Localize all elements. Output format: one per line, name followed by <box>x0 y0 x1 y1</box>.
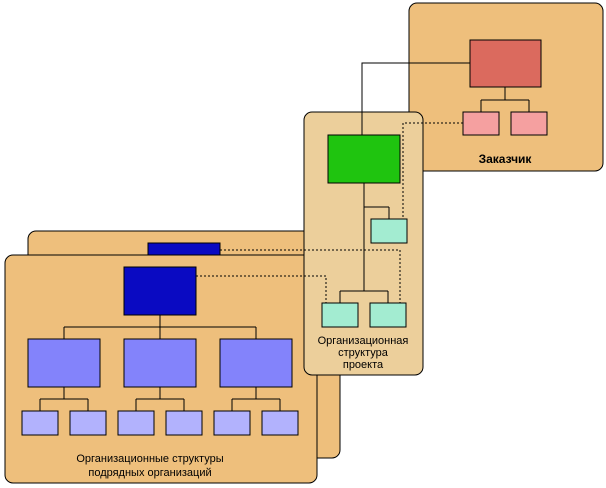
project-top-box <box>327 134 401 184</box>
contractor-mid-box-1 <box>27 338 101 388</box>
project-label-line2: структура <box>338 347 389 359</box>
customer-panel: Заказчик <box>408 2 604 172</box>
project-sub-box-top <box>370 218 408 244</box>
project-label-line1: Организационная <box>318 335 409 347</box>
contractor-low-box-1 <box>21 410 59 436</box>
customer-top-box <box>469 39 542 88</box>
contractor-back-top-box <box>147 242 221 256</box>
contractor-low-box-6 <box>261 410 299 436</box>
customer-sub-box-2 <box>510 111 548 136</box>
contractor-mid-box-3 <box>219 338 293 388</box>
customer-project-link <box>361 62 470 135</box>
back-contractor-dotted-link <box>220 249 401 303</box>
customer-project-dotted-link <box>402 122 463 219</box>
contractor-low-box-2 <box>69 410 107 436</box>
project-sub-box-2 <box>369 302 407 328</box>
project-sub-box-1 <box>321 302 359 328</box>
contractors-label-line1: Организационные структуры <box>76 453 223 465</box>
contractors-label-line2: подрядных организаций <box>88 467 211 479</box>
contractor-dotted-link <box>196 275 327 303</box>
contractor-low-box-4 <box>165 410 203 436</box>
contractor-low-box-5 <box>213 410 251 436</box>
contractor-panel-front: Организационные структуры подрядных орга… <box>4 254 318 484</box>
customer-label: Заказчик <box>479 152 533 166</box>
contractor-low-box-3 <box>117 410 155 436</box>
connector-lines <box>196 62 470 303</box>
project-panel: Организационная структура проекта <box>303 111 424 376</box>
customer-sub-box-1 <box>462 111 500 136</box>
project-label-line3: проекта <box>343 359 384 371</box>
contractor-mid-box-2 <box>123 338 197 388</box>
contractor-top-box <box>123 266 197 316</box>
